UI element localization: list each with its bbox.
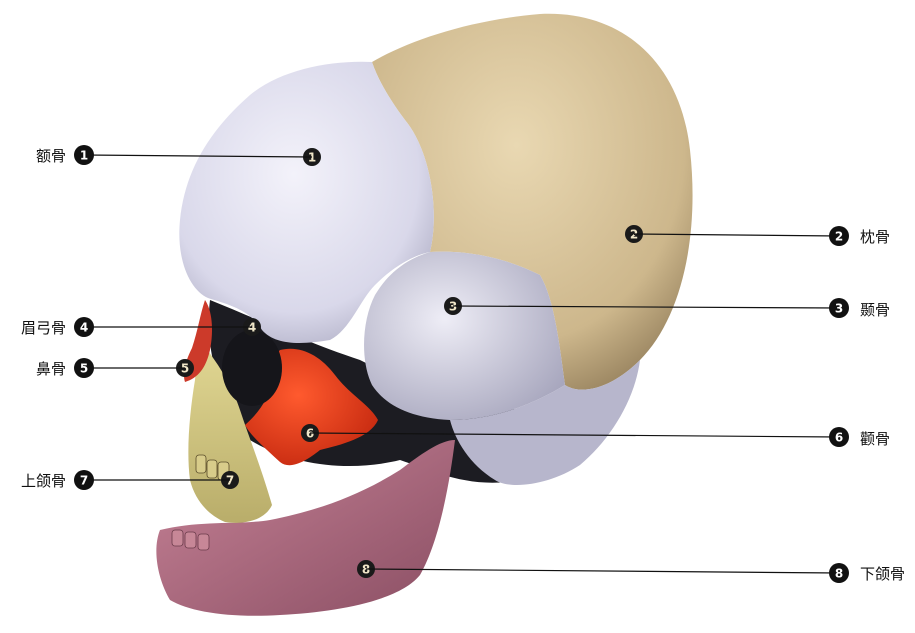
- leader-line-8: [366, 569, 839, 573]
- number-badge-6: 6: [829, 427, 849, 447]
- label-frontal: 额骨: [20, 147, 66, 165]
- label-occipital: 枕骨: [860, 228, 890, 246]
- svg-text:1: 1: [80, 149, 88, 163]
- number-badge-1: 1: [74, 145, 94, 165]
- label-brow-ridge: 眉弓骨: [2, 319, 66, 337]
- number-badge-5: 5: [74, 358, 94, 378]
- number-badge-3: 3: [829, 298, 849, 318]
- label-maxilla: 上颌骨: [2, 472, 66, 490]
- number-badge-2: 2: [829, 226, 849, 246]
- number-badge-4: 4: [74, 317, 94, 337]
- label-nasal: 鼻骨: [20, 360, 66, 378]
- svg-text:6: 6: [835, 431, 843, 445]
- temporal-bone: [364, 252, 565, 420]
- svg-text:7: 7: [80, 474, 88, 488]
- number-badge-8: 8: [829, 563, 849, 583]
- svg-text:8: 8: [835, 567, 843, 581]
- label-mandible: 下颌骨: [860, 565, 905, 583]
- label-temporal: 颞骨: [860, 301, 890, 319]
- svg-text:4: 4: [80, 321, 88, 335]
- number-badge-7: 7: [74, 470, 94, 490]
- svg-text:5: 5: [80, 362, 88, 376]
- label-zygomatic: 颧骨: [860, 430, 890, 448]
- svg-text:2: 2: [835, 230, 843, 244]
- eye-socket: [222, 330, 282, 406]
- svg-text:3: 3: [835, 302, 843, 316]
